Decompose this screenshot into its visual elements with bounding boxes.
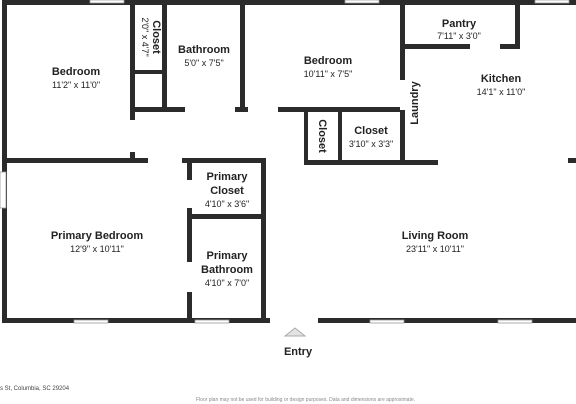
room-name: Laundry bbox=[409, 80, 421, 124]
room-name: Bedroom bbox=[304, 55, 353, 67]
room-dim: 4'10" x 7'0" bbox=[205, 278, 249, 288]
room-dim: 7'11" x 3'0" bbox=[437, 31, 481, 41]
room-name-line1: Primary bbox=[207, 171, 249, 183]
entry-arrow-icon bbox=[283, 327, 307, 337]
wall-closet-bottom-row bbox=[304, 160, 438, 165]
entry-label: Entry bbox=[283, 346, 313, 358]
window bbox=[534, 0, 570, 4]
door-gap bbox=[148, 158, 182, 163]
wall-kitchen-stub bbox=[568, 158, 576, 163]
wall-closet-right bbox=[162, 0, 167, 110]
room-name: Kitchen bbox=[481, 73, 522, 85]
room-name: Closet bbox=[316, 119, 328, 153]
wall-closet-bath-divider bbox=[187, 214, 266, 219]
room-name: Bathroom bbox=[178, 44, 230, 56]
room-name: Primary Bedroom bbox=[51, 230, 144, 242]
wall-primary-top bbox=[2, 158, 266, 163]
primary-closet-label: Primary Closet 4'10" x 3'6" bbox=[205, 171, 249, 209]
wall-closet-bottom bbox=[130, 70, 167, 74]
wall-top bbox=[2, 0, 576, 5]
wall-closet-divider bbox=[338, 110, 342, 164]
room-name: Closet bbox=[354, 125, 388, 137]
door-gap bbox=[248, 107, 278, 112]
window bbox=[194, 319, 230, 324]
walls bbox=[0, 0, 576, 324]
door-gap bbox=[187, 262, 192, 292]
window bbox=[89, 0, 125, 4]
entry-door-gap bbox=[270, 318, 318, 323]
room-name: Bedroom bbox=[52, 66, 101, 78]
wall-bedroom-right bbox=[130, 0, 135, 162]
wall-pantry-right bbox=[515, 0, 520, 49]
room-dim: 4'10" x 3'6" bbox=[205, 199, 249, 209]
room-dim: 11'2" x 11'0" bbox=[52, 80, 100, 90]
room-name: Closet bbox=[150, 20, 162, 54]
footer-address: s St, Columbia, SC 29204 bbox=[0, 386, 70, 392]
room-name: Living Room bbox=[402, 230, 469, 242]
wall-pantry-bottom bbox=[400, 44, 520, 49]
door-gap bbox=[130, 120, 135, 152]
wall-closet-left bbox=[304, 110, 308, 164]
window bbox=[344, 0, 380, 4]
window bbox=[0, 171, 7, 209]
room-dim: 2'0" x 4'7" bbox=[140, 17, 150, 56]
room-name-line2: Closet bbox=[210, 185, 244, 197]
window bbox=[497, 319, 533, 324]
door-gap bbox=[470, 44, 500, 49]
room-name-line1: Primary bbox=[207, 250, 249, 262]
room-dim: 3'10" x 3'3" bbox=[349, 139, 393, 149]
room-dim: 10'11" x 7'5" bbox=[304, 69, 353, 79]
primary-bath-label: Primary Bathroom 4'10" x 7'0" bbox=[201, 250, 253, 288]
room-dim: 12'9" x 10'11" bbox=[70, 244, 124, 254]
wall-primary-right bbox=[187, 158, 192, 323]
window bbox=[73, 319, 109, 324]
door-gap bbox=[400, 80, 405, 110]
room-dim: 5'0" x 7'5" bbox=[184, 58, 223, 68]
footer-disclaimer: Floor plan may not be used for building … bbox=[196, 397, 416, 403]
door-gap bbox=[187, 180, 192, 208]
room-dim: 14'1" x 11'0" bbox=[477, 87, 526, 97]
room-name-line2: Bathroom bbox=[201, 264, 253, 276]
wall-primary-bath-right bbox=[261, 158, 266, 323]
window bbox=[369, 319, 405, 324]
wall-bathroom-right bbox=[240, 0, 245, 110]
room-name: Pantry bbox=[442, 18, 477, 30]
door-gap bbox=[185, 107, 235, 112]
room-dim: 23'11" x 10'11" bbox=[406, 244, 464, 254]
